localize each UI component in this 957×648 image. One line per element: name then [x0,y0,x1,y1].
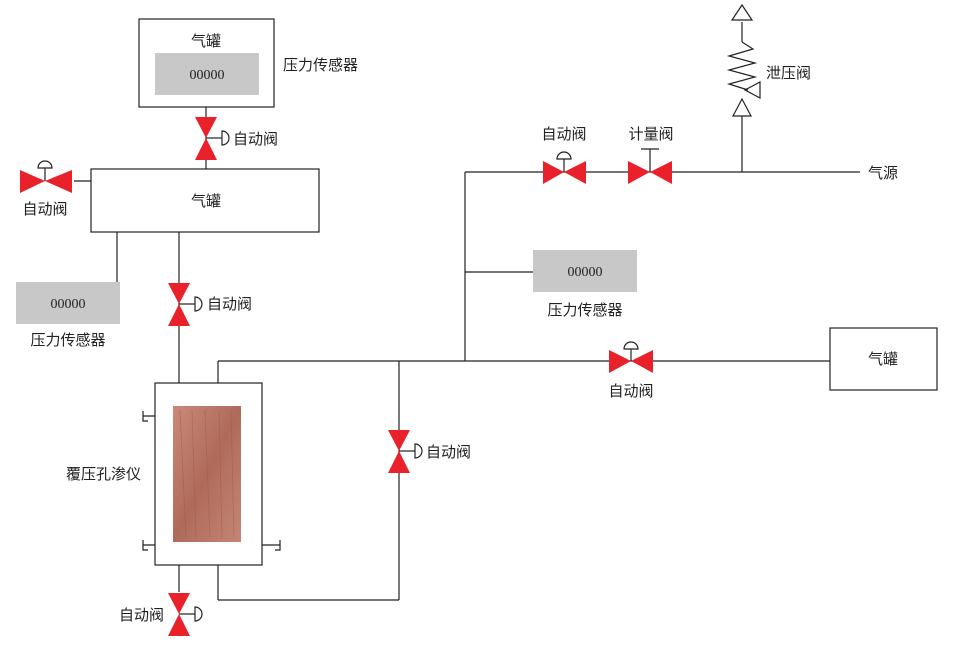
auto-valve-lower-center-label: 自动阀 [426,443,471,461]
pressure-reading-top: 00000 [190,68,225,83]
tank-right-label: 气罐 [868,350,898,368]
sensor-label-center: 压力传感器 [547,301,622,319]
pressure-display-left [16,282,120,324]
auto-valve-top[interactable] [195,117,230,160]
pressure-sensor-left: 00000 压力传感器 [16,282,120,349]
auto-valve-upper-right-label: 自动阀 [541,125,586,143]
auto-valve-left-label: 自动阀 [22,200,67,218]
tank-middle-label: 气罐 [191,192,221,210]
pressure-reading-left: 00000 [51,297,86,312]
core-sample [173,406,241,542]
auto-valve-middle-label: 自动阀 [207,295,252,313]
metering-valve-label: 计量阀 [628,125,673,143]
pressure-display-top [155,53,259,95]
sensor-label-top: 压力传感器 [283,56,358,74]
tank-right: 气罐 [829,327,938,391]
pressure-reading-center: 00000 [568,265,603,280]
auto-valve-lower-center[interactable] [388,430,423,473]
auto-valve-left[interactable] [20,160,72,193]
relief-valve[interactable] [726,3,761,117]
porosimeter-label: 覆压孔渗仪 [66,465,141,483]
pressure-display-center [533,250,637,292]
sensor-label-left: 压力传感器 [30,331,105,349]
auto-valve-bottom-label: 自动阀 [119,606,164,624]
auto-valve-middle[interactable] [168,283,203,326]
auto-valve-right[interactable] [609,341,653,373]
porosimeter: 覆压孔渗仪 [66,382,281,566]
tank-top-label: 气罐 [191,32,221,50]
pipe-lines [74,22,860,601]
pressure-sensor-center: 00000 压力传感器 [533,250,637,319]
tank-middle: 气罐 [90,168,320,233]
metering-valve[interactable] [628,148,672,184]
gas-source-label: 气源 [868,164,898,182]
auto-valve-bottom[interactable] [168,593,203,636]
tank-top: 气罐 00000 [138,18,275,108]
relief-valve-label: 泄压阀 [766,64,811,82]
auto-valve-right-label: 自动阀 [608,382,653,400]
auto-valve-top-label: 自动阀 [233,130,278,148]
auto-valve-upper-right[interactable] [543,151,586,184]
